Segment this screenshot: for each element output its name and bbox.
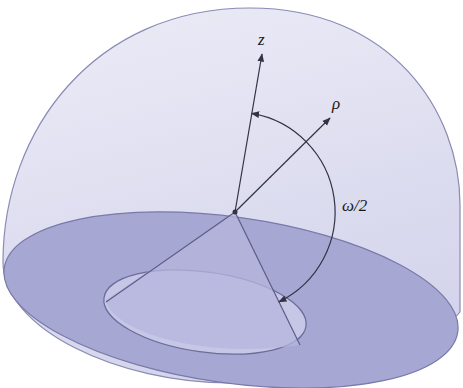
cone-generator <box>235 212 300 345</box>
axis-label: ω/2 <box>340 196 369 215</box>
axis-label: z <box>256 30 267 49</box>
cone-generator <box>106 212 235 302</box>
z-axis <box>235 54 262 212</box>
apex-point <box>233 210 238 215</box>
axis-label: ρ <box>330 94 342 113</box>
rho-axis <box>235 118 330 212</box>
angle-arc <box>252 113 335 302</box>
base-face <box>0 186 463 388</box>
cone-surface <box>106 212 300 349</box>
